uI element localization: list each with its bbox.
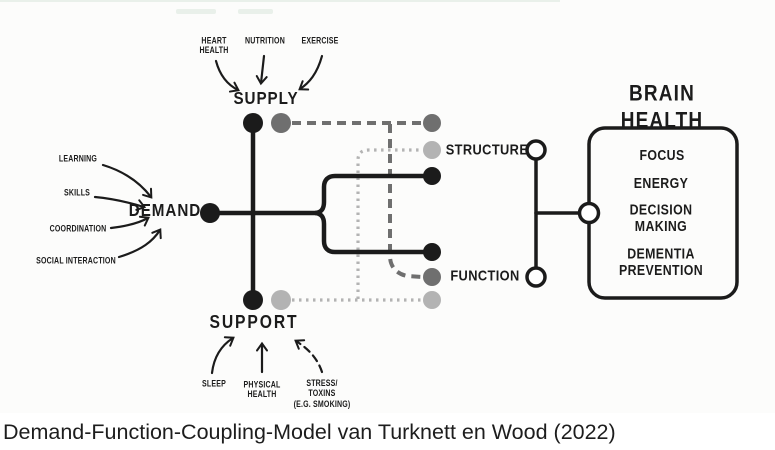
exercise-label: EXERCISE [301,35,339,46]
caption-strip [0,413,775,450]
skills-label: SKILLS [63,187,91,198]
coordination-arrow [109,215,150,230]
function-ring [525,266,547,288]
learning-label: LEARNING [58,153,98,164]
social-interaction-arrow [117,228,162,259]
demand-lower-branch [313,210,434,255]
structure-black-dot [423,167,441,185]
coordination-label: COORDINATION [49,223,107,234]
right-light-dot-bottom [423,291,441,309]
demand-node-dot [200,203,220,223]
brain-health-title: BRAIN HEALTH [620,81,704,133]
learning-arrow [101,163,153,199]
skills-arrow [93,195,147,211]
heart-health-arrow [214,59,240,93]
sleep-arrow [210,336,235,375]
function-node-label: FUNCTION [450,267,520,284]
brain-health-item-decision-making: DECISION MAKING [629,200,693,235]
stress-toxins-arrow [294,339,324,374]
diagram-canvas [0,0,739,375]
social-interaction-label: SOCIAL INTERACTION [36,255,116,266]
exercise-arrow [298,54,324,91]
support-node-dot [243,290,263,310]
stress-toxins-label: STRESS/ TOXINS (E.G. SMOKING) [293,378,351,410]
brain-health-item-dementia-prevention: DEMENTIA PREVENTION [618,244,704,279]
structure-ring [525,139,547,161]
support-gray-dot [271,290,291,310]
brain-health-item-energy: ENERGY [633,174,689,192]
cropped-artifact [238,9,273,14]
demand-upper-branch [313,173,434,216]
structure-light-dot [423,141,441,159]
function-black-dot [423,243,441,261]
sleep-label: SLEEP [202,378,226,389]
cropped-artifact [0,0,560,2]
supply-gray-dot [271,113,291,133]
physical-health-label: PHYSICAL HEALTH [243,379,281,400]
brain-health-ring [577,201,601,225]
structure-node-label: STRUCTURE [445,141,529,158]
demand-node-label: DEMAND [128,201,202,221]
cropped-artifact [176,9,216,14]
supply-node-label: SUPPLY [233,89,299,109]
nutrition-label: NUTRITION [245,35,285,46]
heart-health-label: HEART HEALTH [199,35,229,56]
support-node-label: SUPPORT [209,312,299,333]
nutrition-arrow [255,54,268,86]
function-dark-dot [423,268,441,286]
figure-caption: Demand-Function-Coupling-Model van Turkn… [3,420,616,444]
support-structure-link [356,148,422,299]
brain-health-item-focus: FOCUS [639,146,685,164]
supply-node-dot [243,113,263,133]
right-dark-dot-top [423,114,441,132]
